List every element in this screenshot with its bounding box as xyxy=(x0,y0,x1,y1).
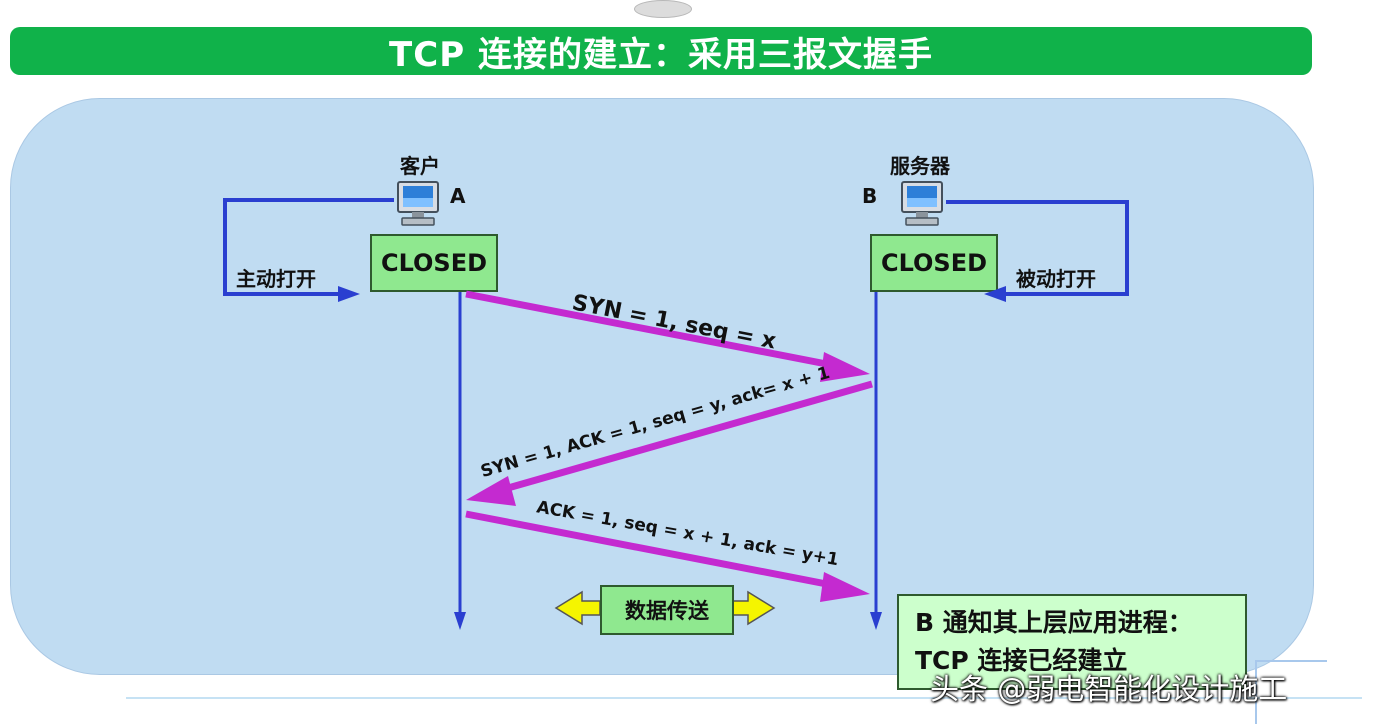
divider-line xyxy=(126,697,1362,699)
server-state-box: CLOSED xyxy=(870,234,998,292)
passive-open-arrow xyxy=(946,200,1129,296)
diagram-panel xyxy=(10,98,1314,675)
data-transfer-right-arrow xyxy=(729,590,776,626)
ack-arrowhead xyxy=(820,572,870,602)
syn-arrowhead xyxy=(820,352,870,382)
notify-line-2: TCP 连接已经建立 xyxy=(915,646,1128,675)
data-transfer-left-arrow xyxy=(554,590,601,626)
top-decoration xyxy=(634,0,692,18)
syn-arrow xyxy=(465,290,843,371)
ack-arrow xyxy=(465,510,843,591)
active-open-arrow xyxy=(223,198,394,296)
corner-frame xyxy=(1255,660,1327,724)
active-open-arrowhead xyxy=(338,286,360,302)
server-computer-icon xyxy=(901,181,943,226)
data-transfer-box: 数据传送 xyxy=(600,585,734,635)
client-role-label: 客户 xyxy=(400,154,440,178)
client-timeline-arrowhead xyxy=(454,612,466,630)
syn-ack-arrow xyxy=(493,380,873,496)
notify-box: B 通知其上层应用进程： TCP 连接已经建立 xyxy=(897,594,1247,690)
slide-title: TCP 连接的建立：采用三报文握手 xyxy=(10,27,1312,75)
watermark: 头条 @弱电智能化设计施工 xyxy=(930,672,1288,706)
server-role-label: 服务器 xyxy=(890,154,950,178)
syn-ack-arrowhead xyxy=(466,476,516,506)
server-timeline-arrowhead xyxy=(870,612,882,630)
server-id-label: B xyxy=(862,184,878,208)
notify-line-1: B 通知其上层应用进程： xyxy=(915,608,1193,637)
passive-open-arrowhead xyxy=(984,286,1006,302)
passive-open-label: 被动打开 xyxy=(1016,267,1096,291)
client-state-box: CLOSED xyxy=(370,234,498,292)
client-computer-icon xyxy=(397,181,439,226)
client-id-label: A xyxy=(450,184,466,208)
active-open-label: 主动打开 xyxy=(236,267,316,291)
